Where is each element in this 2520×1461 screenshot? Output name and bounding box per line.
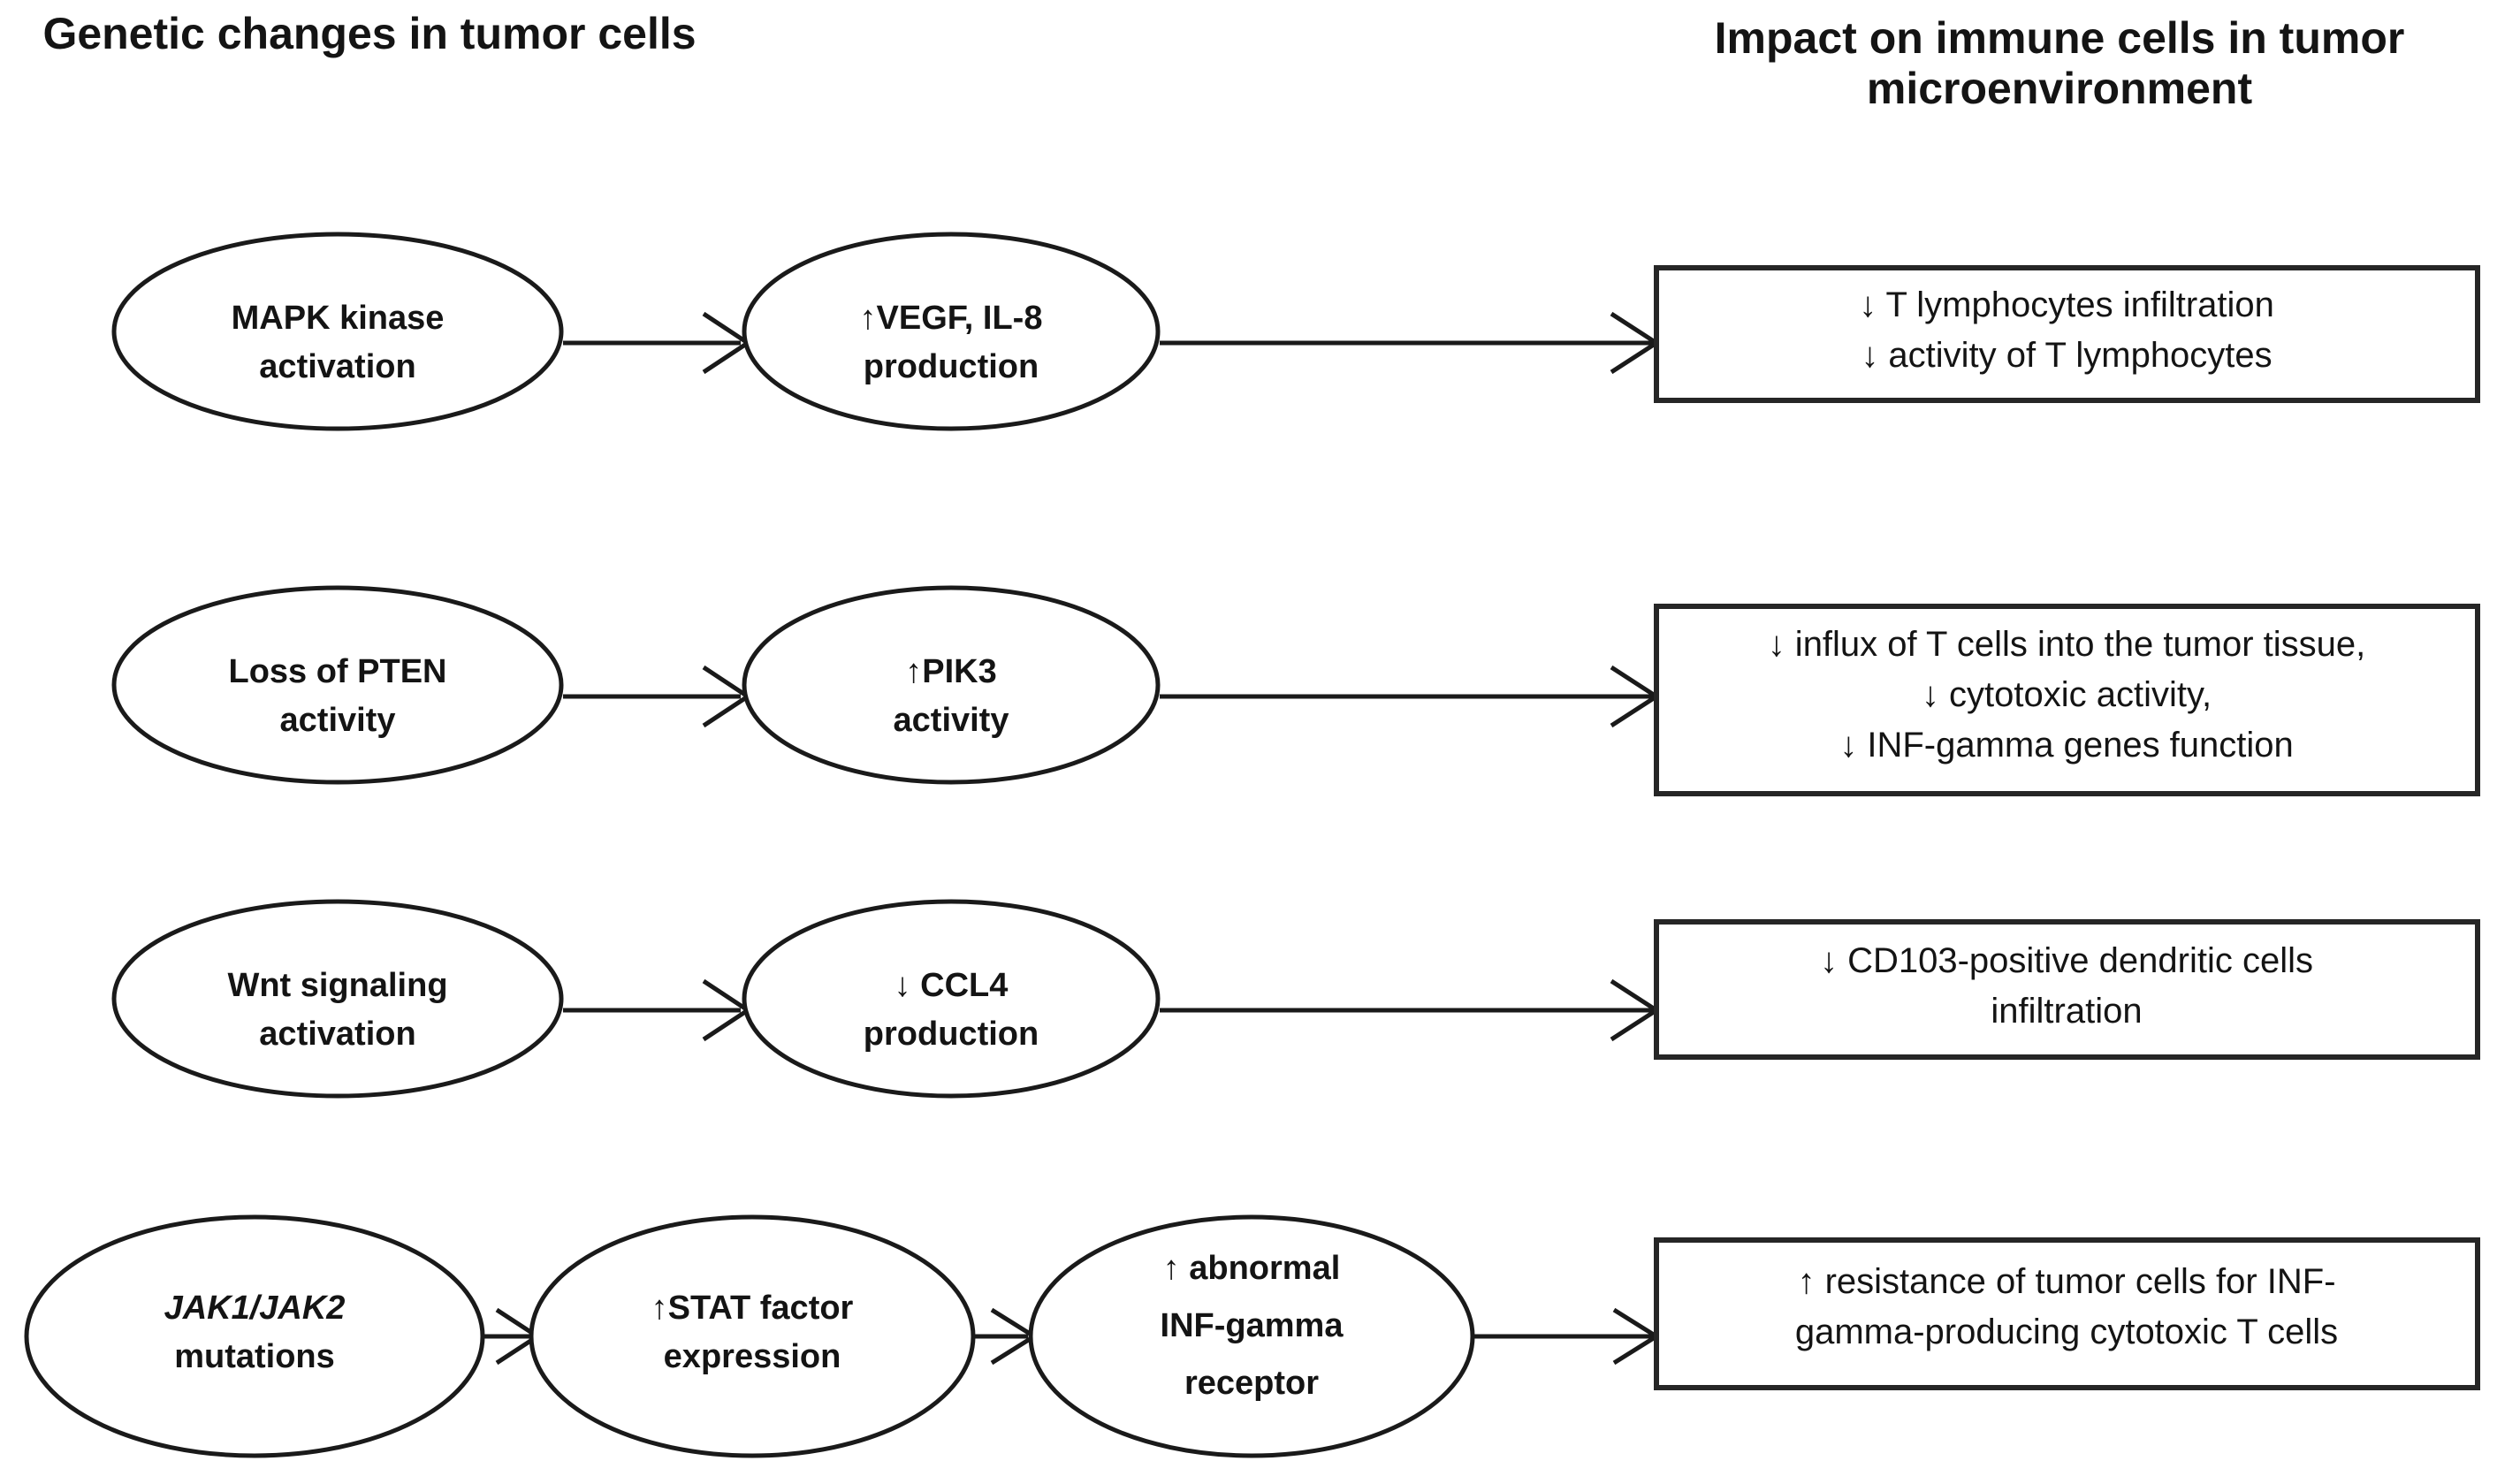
outcome-resistance-line2: gamma-producing cytotoxic T cells xyxy=(1795,1313,2338,1351)
outcome-t-cell-influx-line2: ↓ cytotoxic activity, xyxy=(1922,675,2212,714)
node-pten-loss-line1: Loss of PTEN xyxy=(228,653,446,690)
node-pten-loss-line2: activity xyxy=(280,702,396,739)
node-pten-loss[interactable] xyxy=(111,585,564,785)
outcome-t-cell-influx-line3: ↓ INF-gamma genes function xyxy=(1839,726,2294,765)
node-jak-mutations[interactable] xyxy=(24,1214,485,1458)
outcome-t-lymphocytes-line1: ↓ T lymphocytes infiltration xyxy=(1859,285,2274,324)
node-vegf-il8[interactable] xyxy=(742,232,1161,431)
node-ccl4-production-line2: production xyxy=(864,1016,1039,1053)
outcome-t-cell-influx-line1: ↓ influx of T cells into the tumor tissu… xyxy=(1768,625,2366,664)
header-right-line2: microenvironment xyxy=(1867,64,2253,113)
row-mapk: MAPK kinase activation ↑VEGF, IL-8 produ… xyxy=(111,232,2480,431)
node-wnt-activation-line2: activation xyxy=(259,1016,415,1053)
node-mapk-activation-line2: activation xyxy=(259,348,415,385)
node-pik3-activity-line2: activity xyxy=(894,702,1009,739)
node-inf-gamma-receptor-line3: receptor xyxy=(1184,1365,1319,1402)
node-jak-mutations-line2: mutations xyxy=(174,1338,335,1375)
node-inf-gamma-receptor-line2: INF-gamma xyxy=(1161,1307,1344,1344)
node-stat-expression-line1: ↑STAT factor xyxy=(651,1290,854,1327)
outcome-t-cell-influx[interactable] xyxy=(1654,604,2480,796)
row-pten: Loss of PTEN activity ↑PIK3 activity ↓ i… xyxy=(111,585,2480,796)
node-mapk-activation[interactable] xyxy=(111,232,564,431)
node-ccl4-production[interactable] xyxy=(742,899,1161,1099)
node-stat-expression[interactable] xyxy=(529,1214,976,1458)
node-inf-gamma-receptor-line1: ↑ abnormal xyxy=(1163,1250,1341,1287)
outcome-dendritic-cells-line1: ↓ CD103-positive dendritic cells xyxy=(1820,941,2313,980)
outcome-t-lymphocytes-line2: ↓ activity of T lymphocytes xyxy=(1861,336,2272,375)
node-ccl4-production-line1: ↓ CCL4 xyxy=(895,967,1009,1004)
node-stat-expression-line2: expression xyxy=(664,1338,841,1375)
outcome-resistance-line1: ↑ resistance of tumor cells for INF- xyxy=(1797,1262,2335,1301)
header-right-line1: Impact on immune cells in tumor xyxy=(1715,13,2405,63)
outcome-dendritic-cells-line2: infiltration xyxy=(1991,992,2142,1031)
header-left: Genetic changes in tumor cells xyxy=(42,9,696,58)
node-jak-mutations-line1: JAK1/JAK2 xyxy=(164,1290,346,1327)
row-jak: JAK1/JAK2 mutations ↑STAT factor express… xyxy=(24,1214,2480,1458)
node-wnt-activation[interactable] xyxy=(111,899,564,1099)
node-wnt-activation-line1: Wnt signaling xyxy=(227,967,447,1004)
node-pik3-activity[interactable] xyxy=(742,585,1161,785)
node-mapk-activation-line1: MAPK kinase xyxy=(232,300,445,337)
node-inf-gamma-receptor[interactable] xyxy=(1028,1214,1475,1458)
node-pik3-activity-line1: ↑PIK3 xyxy=(905,653,996,690)
node-vegf-il8-line2: production xyxy=(864,348,1039,385)
outcome-resistance[interactable] xyxy=(1654,1237,2480,1390)
outcome-dendritic-cells[interactable] xyxy=(1654,919,2480,1060)
outcome-t-lymphocytes[interactable] xyxy=(1654,265,2480,403)
node-vegf-il8-line1: ↑VEGF, IL-8 xyxy=(860,300,1043,337)
row-wnt: Wnt signaling activation ↓ CCL4 producti… xyxy=(111,899,2480,1099)
